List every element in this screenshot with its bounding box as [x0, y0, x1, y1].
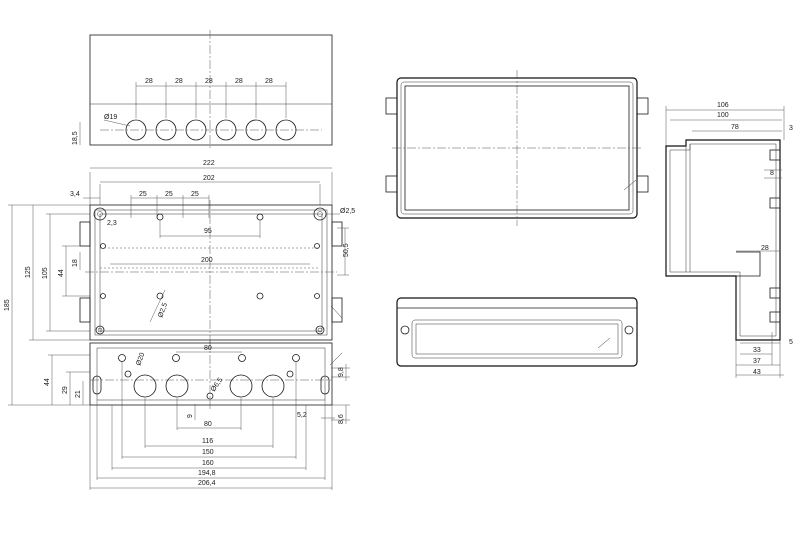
dim-44: 44 — [58, 269, 65, 277]
dim-194-8: 194,8 — [198, 470, 216, 477]
dim-125: 125 — [25, 266, 32, 278]
dim-29: 29 — [62, 386, 69, 394]
bottom-view: 80 Ø20 Ø6,5 44 29 21 80 9 116 150 160 — [44, 340, 350, 490]
dim-37: 37 — [753, 358, 761, 365]
side-view-outline — [396, 297, 638, 367]
box-side-view — [396, 297, 638, 367]
dim-5-2: 5,2 — [297, 412, 307, 419]
dim-25-c: 25 — [191, 191, 199, 198]
nozzle-view: 28 28 28 28 28 Ø19 18,5 — [72, 30, 333, 150]
hole-diameter-label: Ø19 — [104, 114, 117, 121]
dim-18: 18 — [72, 259, 79, 267]
dim-18-5: 18,5 — [72, 131, 79, 145]
dim-28: 28 — [761, 245, 769, 252]
dim-2-3: 2,3 — [107, 220, 117, 227]
dim-222: 222 — [203, 160, 215, 167]
dim-106: 106 — [717, 102, 729, 109]
hole-large-label: Ø20 — [135, 352, 146, 367]
dim-200: 200 — [201, 257, 213, 264]
dim-8-6: 8,6 — [338, 414, 345, 424]
screw-label: Ø2,5 — [340, 208, 355, 215]
lid-outline — [89, 34, 333, 146]
box-front-view — [385, 70, 649, 226]
nozzle-holes — [125, 119, 297, 141]
dim-150: 150 — [202, 449, 214, 456]
dim-80-bottom: 80 — [204, 421, 212, 428]
dim-105: 105 — [42, 267, 49, 279]
dim-25-b: 25 — [165, 191, 173, 198]
dim-28-d: 28 — [235, 78, 243, 85]
dim-43: 43 — [753, 369, 761, 376]
dim-28-a: 28 — [145, 78, 153, 85]
dim-116: 116 — [202, 438, 213, 445]
dim-8: 8 — [770, 170, 774, 177]
dim-3-4: 3,4 — [70, 191, 80, 198]
dim-95: 95 — [204, 228, 212, 235]
dim-5: 5 — [789, 339, 793, 346]
dim-202: 202 — [203, 175, 215, 182]
dim-3: 3 — [789, 125, 793, 132]
dim-100: 100 — [717, 112, 729, 119]
dim-78: 78 — [731, 124, 739, 131]
hole-small-label: Ø6,5 — [210, 377, 224, 394]
dim-28-e: 28 — [265, 78, 273, 85]
dim-50-5: 50,5 — [343, 243, 350, 257]
dim-185: 185 — [4, 299, 11, 311]
top-view: 222 202 3,4 25 25 25 — [4, 160, 355, 406]
dim-33: 33 — [753, 347, 761, 354]
dim-21: 21 — [75, 390, 82, 398]
box-body-outline — [89, 204, 333, 341]
dim-9: 9 — [187, 414, 194, 418]
dim-44-flange: 44 — [44, 378, 51, 386]
section-view: 106 100 78 3 8 28 5 33 37 43 — [665, 102, 793, 378]
dim-160: 160 — [202, 460, 214, 467]
dim-80-top: 80 — [204, 345, 212, 352]
slot-label: Ø2,5 — [157, 302, 169, 319]
dim-25-a: 25 — [139, 191, 147, 198]
dim-206-4: 206,4 — [198, 480, 216, 487]
flange-outline — [89, 342, 333, 406]
dim-28-b: 28 — [175, 78, 183, 85]
dim-9-8: 9,8 — [338, 367, 345, 377]
dim-28-c: 28 — [205, 78, 213, 85]
section-profile — [665, 139, 781, 341]
